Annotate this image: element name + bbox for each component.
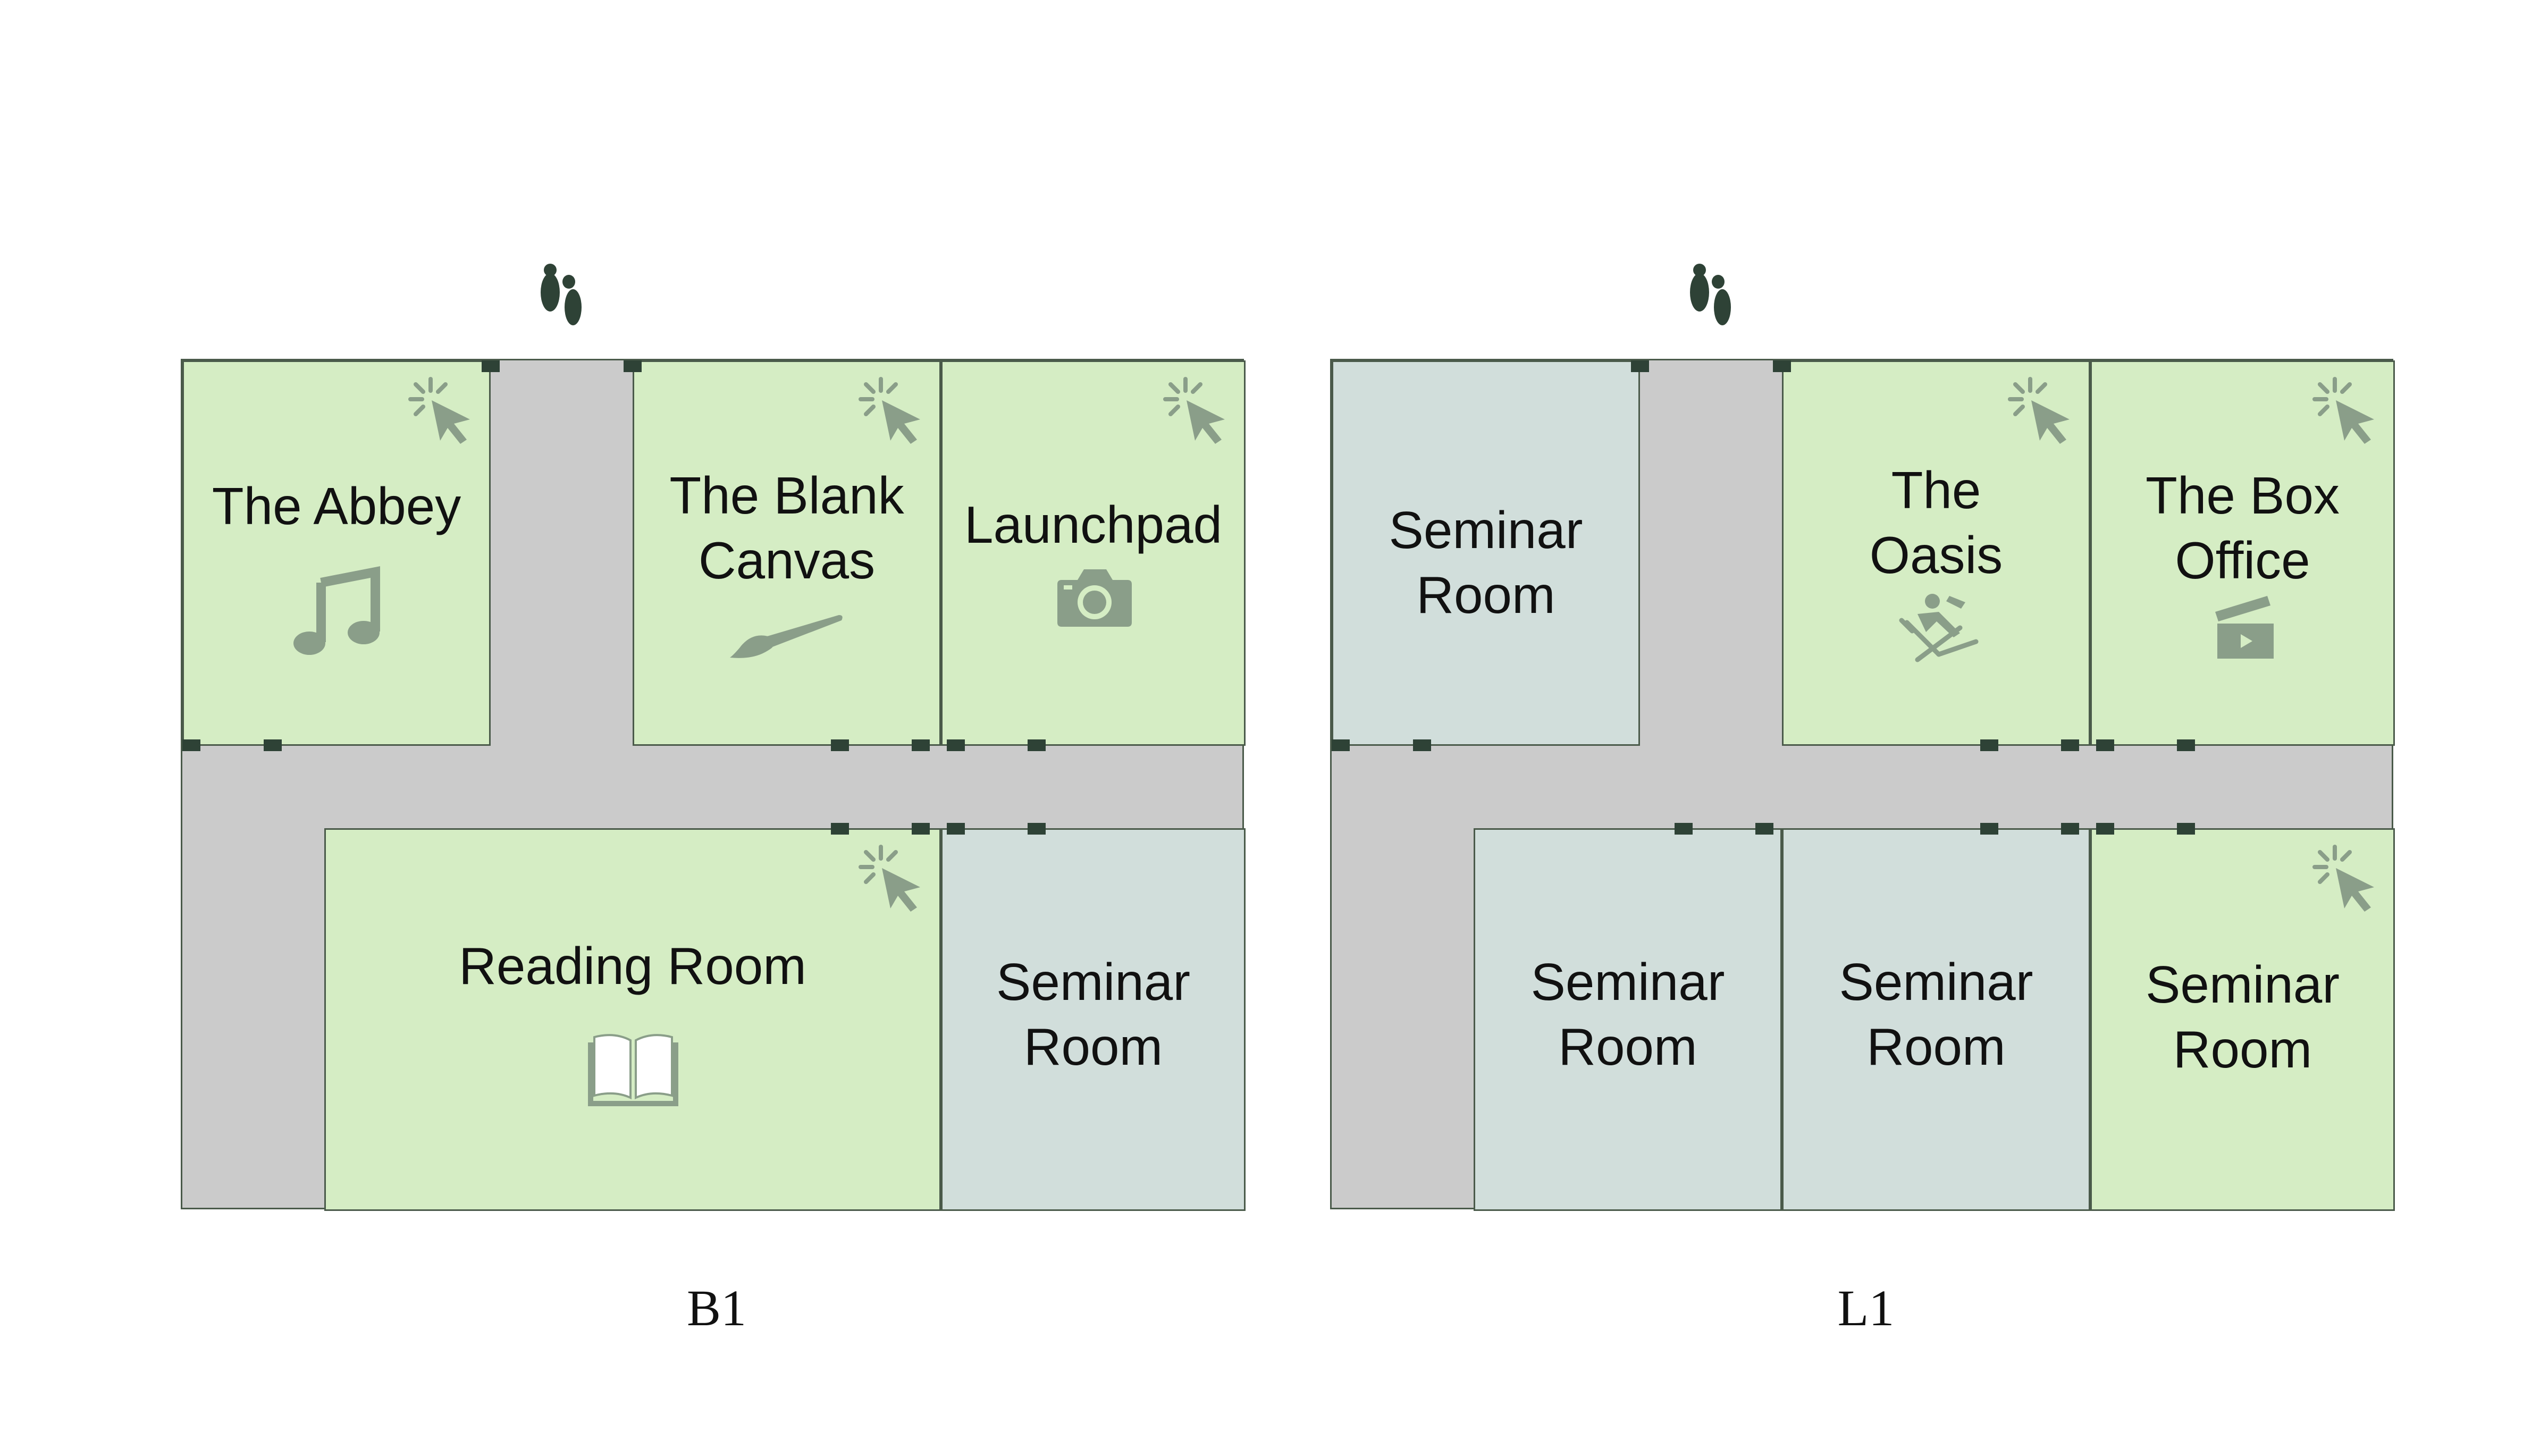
clapperboard-icon [2214,596,2276,661]
door [1332,739,1350,751]
room-seminar-room[interactable]: Seminar Room [1782,828,2090,1211]
room-seminar-room[interactable]: Seminar Room [1332,360,1640,746]
door [1773,360,1791,372]
door [2177,739,2195,751]
click-cursor-icon [2309,841,2384,916]
door [1675,823,1693,835]
door [2061,823,2079,835]
room-the-abbey[interactable]: The Abbey [182,360,491,746]
door [2061,739,2079,751]
room-label: The Blank Canvas [669,466,904,590]
room-launchpad[interactable]: Launchpad [941,360,1246,746]
lounge-chair-icon [1896,591,1981,668]
room-label: Seminar Room [2146,955,2340,1079]
room-reading-room[interactable]: Reading Room [324,828,941,1211]
footprints-icon [1681,259,1739,329]
door [182,739,200,751]
click-cursor-icon [2005,374,2079,448]
floor-label-l1: L1 [1837,1280,1895,1336]
door [831,739,849,751]
room-label: Reading Room [459,937,806,995]
door [2177,823,2195,835]
door [1028,739,1046,751]
floor-label-b1: B1 [686,1280,747,1336]
floor-plan-l1: Seminar Room The Oasis [1330,359,2395,1211]
floor-plan-b1: The Abbey The Blank Canvas [181,359,1246,1211]
door [912,823,930,835]
room-the-blank-canvas[interactable]: The Blank Canvas [633,360,941,746]
door [912,739,930,751]
click-cursor-icon [1160,374,1234,448]
click-cursor-icon [405,374,480,448]
door [1028,823,1046,835]
room-label: The Oasis [1869,461,2003,584]
door [947,739,965,751]
music-note-icon [293,566,386,660]
room-label: Launchpad [964,495,1223,554]
door [2096,823,2114,835]
open-book-icon [588,1032,678,1109]
door [1980,739,1998,751]
room-label: The Abbey [212,477,461,535]
door [831,823,849,835]
room-the-oasis[interactable]: The Oasis [1782,360,2090,746]
door [1631,360,1649,372]
room-the-box-office[interactable]: The Box Office [2090,360,2395,746]
room-label: The Box Office [2146,466,2340,590]
room-label: Seminar Room [1839,953,2033,1076]
click-cursor-icon [2309,374,2384,448]
door [624,360,642,372]
door [947,823,965,835]
door [1755,823,1773,835]
room-label: Seminar Room [996,953,1190,1076]
click-cursor-icon [855,841,930,916]
door [264,739,282,751]
camera-icon [1057,568,1132,629]
door [1980,823,1998,835]
door [1413,739,1431,751]
room-seminar-room[interactable]: Seminar Room [2090,828,2395,1211]
footprints-icon [532,259,590,329]
room-seminar-room[interactable]: Seminar Room [1474,828,1782,1211]
click-cursor-icon [855,374,930,448]
room-label: Seminar Room [1530,953,1725,1076]
door [2096,739,2114,751]
room-seminar-room[interactable]: Seminar Room [941,828,1246,1211]
door [482,360,500,372]
room-label: Seminar Room [1389,501,1583,624]
paintbrush-icon [730,611,847,661]
